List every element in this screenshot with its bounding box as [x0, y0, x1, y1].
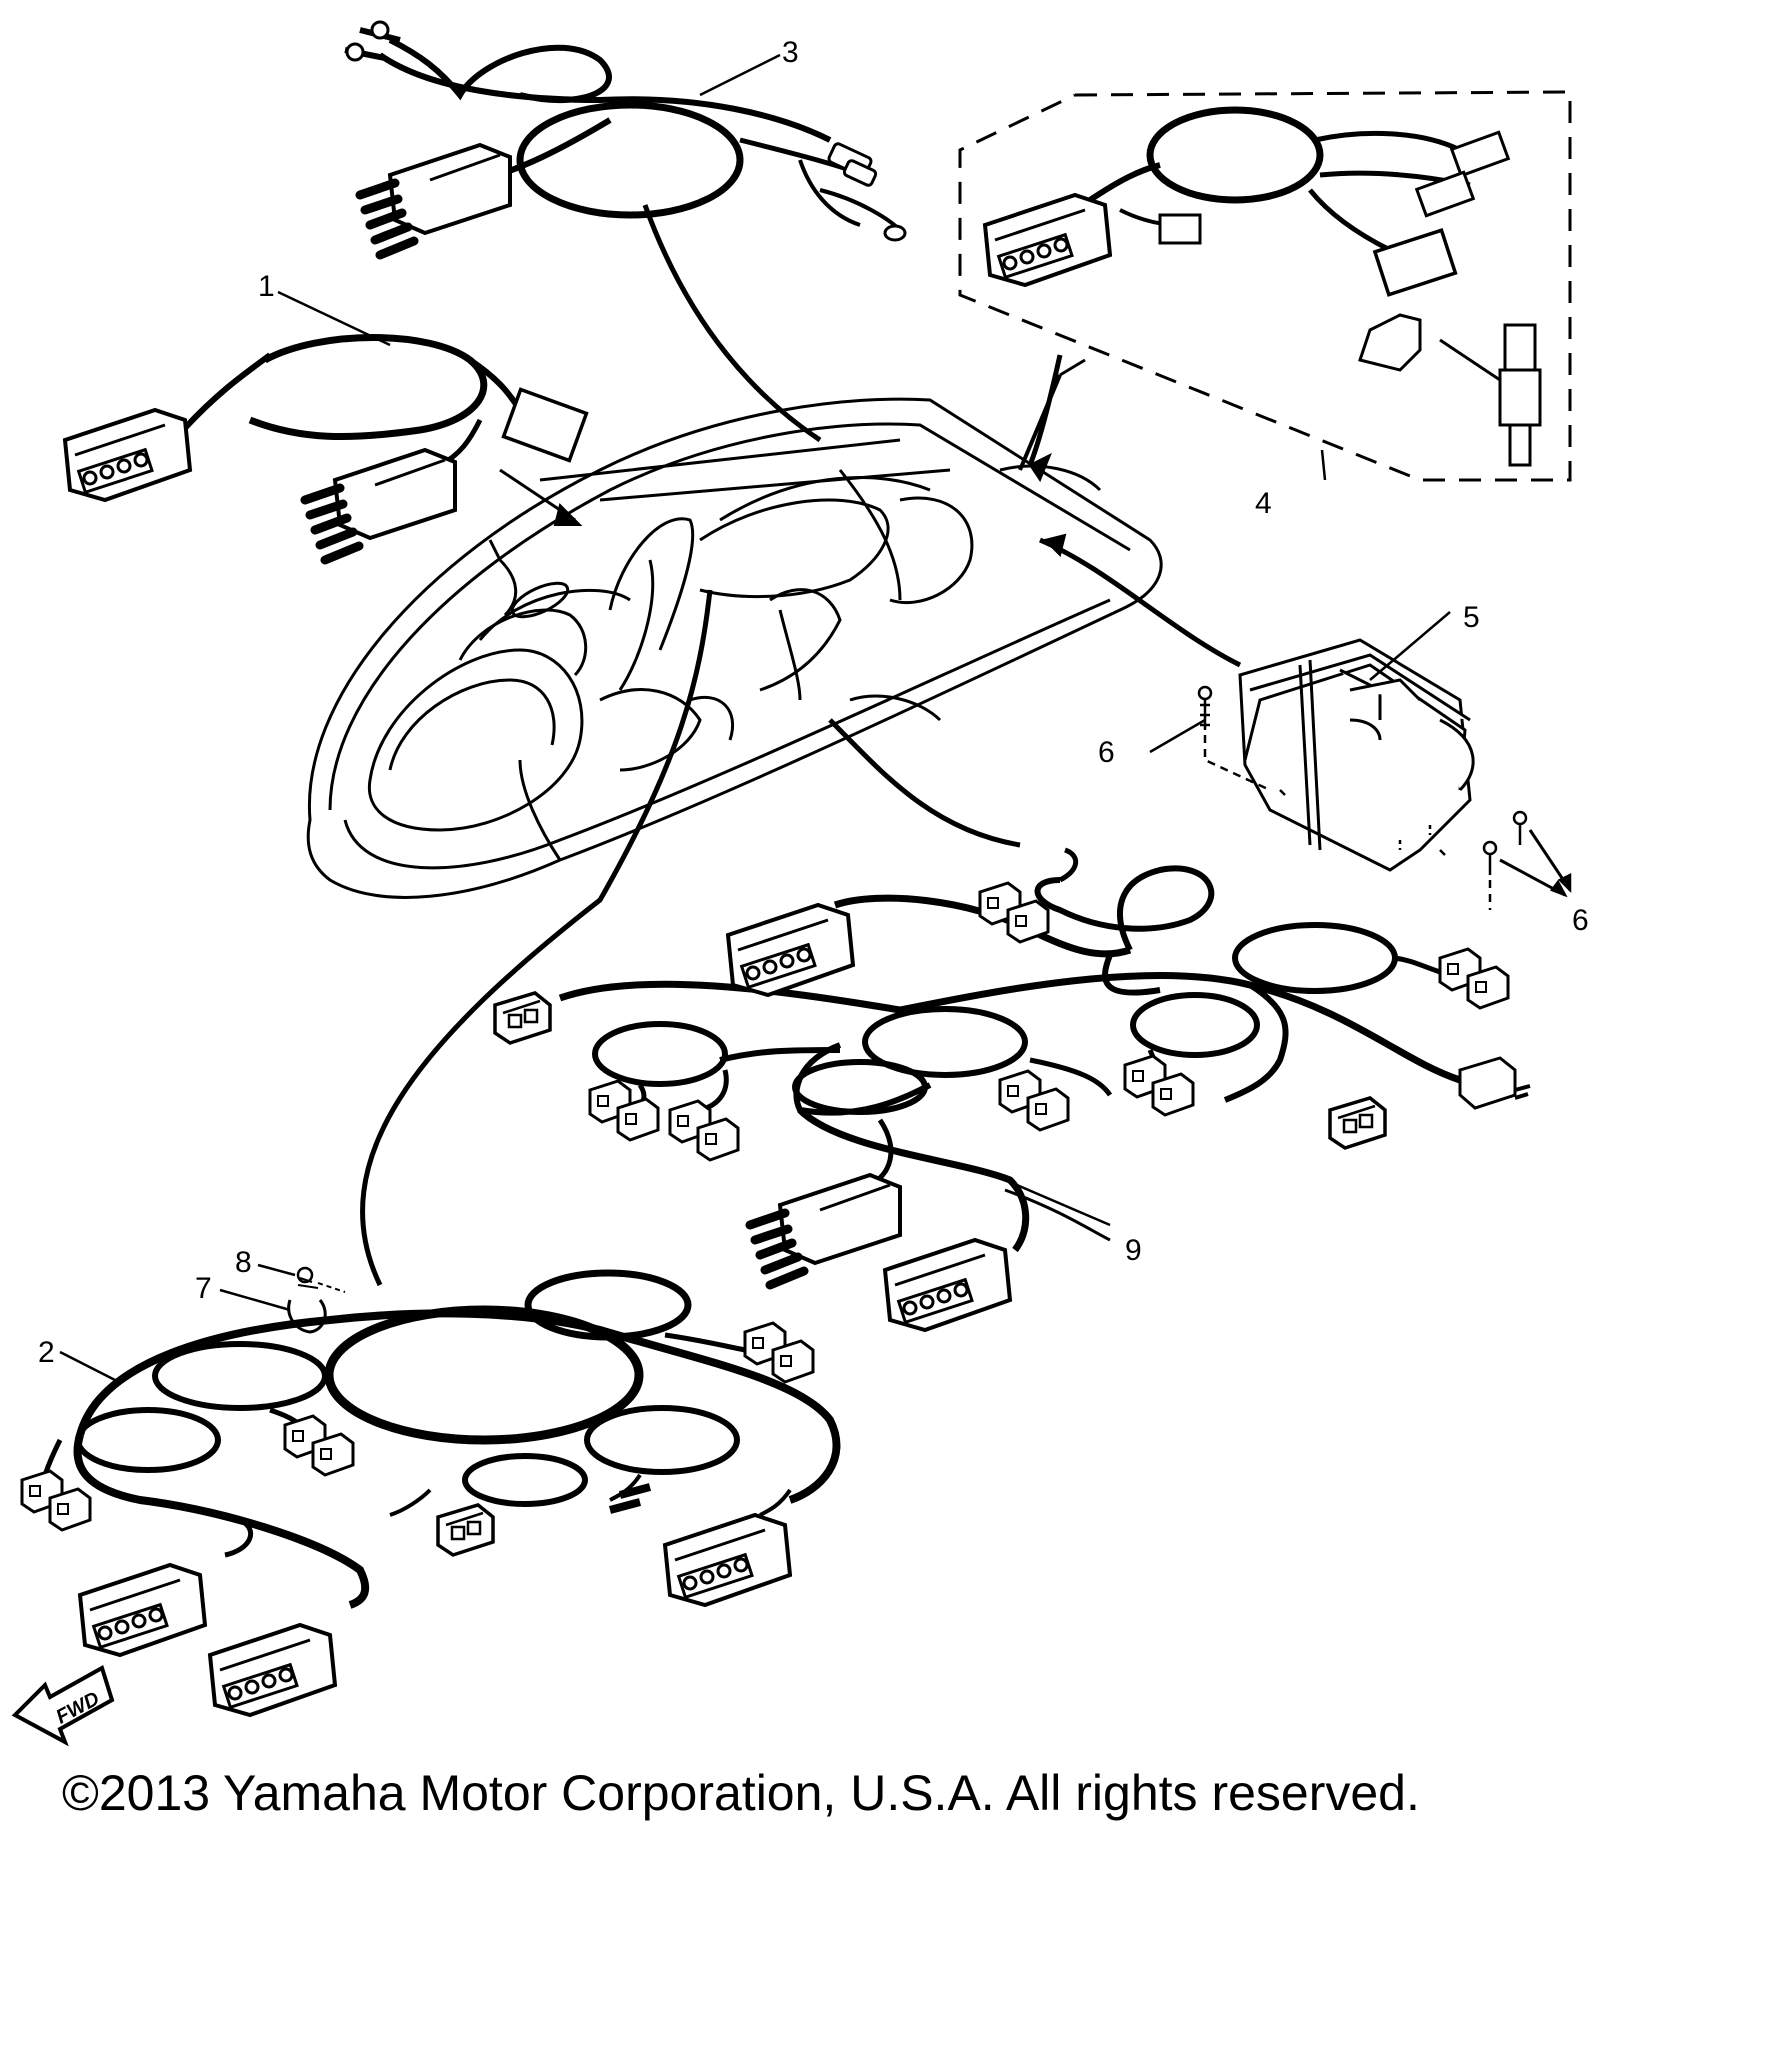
battery-box	[1238, 638, 1475, 872]
harness-2-connector-g	[20, 1469, 92, 1532]
harness-2-connector-f	[283, 1414, 355, 1477]
callout-1: 1	[258, 270, 275, 303]
harness-9-connector-j	[998, 1069, 1070, 1132]
boat-hull	[306, 397, 1163, 899]
harness-9-connector-d	[493, 991, 552, 1045]
harness-9-connector-k	[1123, 1054, 1195, 1117]
callout-8: 8	[235, 1246, 252, 1279]
callout-4: 4	[1255, 487, 1272, 520]
harness-4-group	[958, 90, 1572, 482]
leader-lines	[360, 204, 1242, 1287]
harness-9	[558, 847, 1462, 1253]
harness-9-connector-a	[726, 903, 855, 997]
harness-9-connector-e	[1328, 1096, 1387, 1150]
harness-9-terminal	[1458, 1056, 1531, 1110]
harness-2-connector-d	[436, 1503, 495, 1557]
callout-5: 5	[1463, 601, 1480, 634]
callout-9: 9	[1125, 1234, 1142, 1267]
forward-arrow-icon: FWD	[11, 1665, 115, 1747]
harness-9-connector-h	[588, 1079, 660, 1142]
callout-3: 3	[782, 36, 799, 69]
harness-4-connector	[983, 193, 1112, 287]
harness-9-connector-g	[1438, 947, 1510, 1010]
copyright-notice: ©2013 Yamaha Motor Corporation, U.S.A. A…	[62, 1765, 1420, 1821]
harness-1-connector-a	[63, 408, 192, 502]
harness-9-connector-b	[883, 1238, 1012, 1332]
harness-3-connector	[360, 145, 510, 255]
screws-6	[1197, 685, 1572, 910]
harness-9-connector-i	[668, 1099, 740, 1162]
harness-2-connector-c	[663, 1513, 792, 1607]
callout-2: 2	[38, 1336, 55, 1369]
harness-2-connector-a	[78, 1563, 207, 1657]
harness-1-connector-b	[305, 450, 455, 560]
callout-7: 7	[195, 1272, 212, 1305]
harness-1	[182, 334, 589, 526]
callout-6a: 6	[1098, 736, 1115, 769]
callout-leaders	[59, 53, 1451, 1382]
harness-9-connector-c	[750, 1175, 900, 1285]
callout-6b: 6	[1572, 904, 1589, 937]
harness-2	[42, 1266, 841, 1609]
harness-2-connector-b	[208, 1623, 337, 1717]
